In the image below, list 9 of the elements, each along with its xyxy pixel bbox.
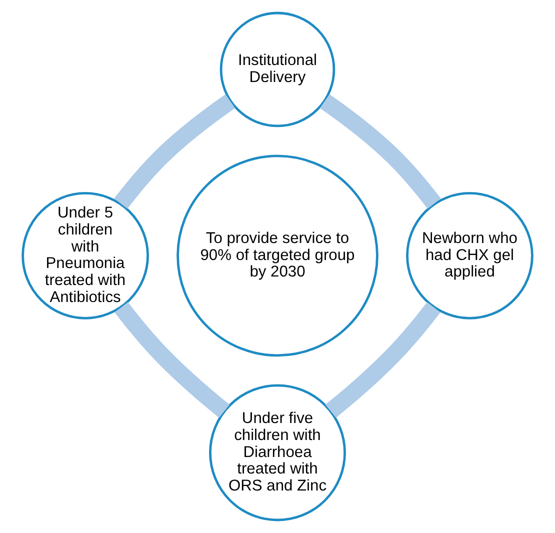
node-circle: To provide service to 90% of targeted group by 2030: [176, 154, 378, 357]
node-circle: Newborn who had CHX gel applied: [406, 192, 534, 320]
node-circle: Institutional Delivery: [220, 12, 336, 128]
connector: [114, 302, 230, 418]
connector: [320, 94, 441, 209]
node-circle: Under five children with Diarrhoea treated with ORS and Zinc: [209, 384, 346, 522]
connector: [114, 94, 236, 209]
connector: [325, 302, 440, 418]
node-circle: Under 5 children with Pneumonia treated with Antibiotics: [22, 192, 149, 320]
